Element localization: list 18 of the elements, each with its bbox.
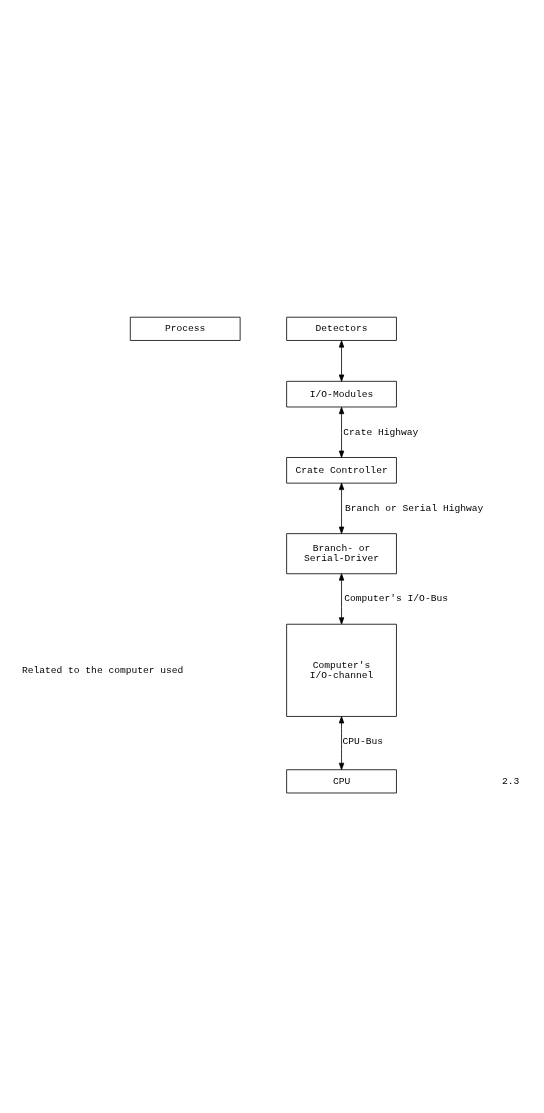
node-box: Computer's I/O-channel xyxy=(286,623,397,717)
node-box: Detectors xyxy=(286,316,397,341)
arrow xyxy=(338,482,345,534)
arrow xyxy=(338,340,345,382)
edge-label: Computer's I/O-Bus xyxy=(344,593,448,605)
edge-label: Crate Highway xyxy=(343,426,419,438)
node-box: I/O-Modules xyxy=(286,380,397,408)
node-box: Process xyxy=(129,316,241,341)
edge-label: CPU-Bus xyxy=(342,736,383,748)
arrow xyxy=(338,716,345,771)
edge-label: Branch or Serial Highway xyxy=(344,502,484,514)
node-box: CPU xyxy=(286,769,397,794)
node-box: Crate Controller xyxy=(286,457,397,484)
arrow xyxy=(338,573,345,625)
label: 2.3 xyxy=(502,775,520,787)
node-box: Branch- or Serial-Driver xyxy=(286,533,397,575)
arrow xyxy=(338,406,345,458)
label: Related to the computer used xyxy=(21,664,184,676)
